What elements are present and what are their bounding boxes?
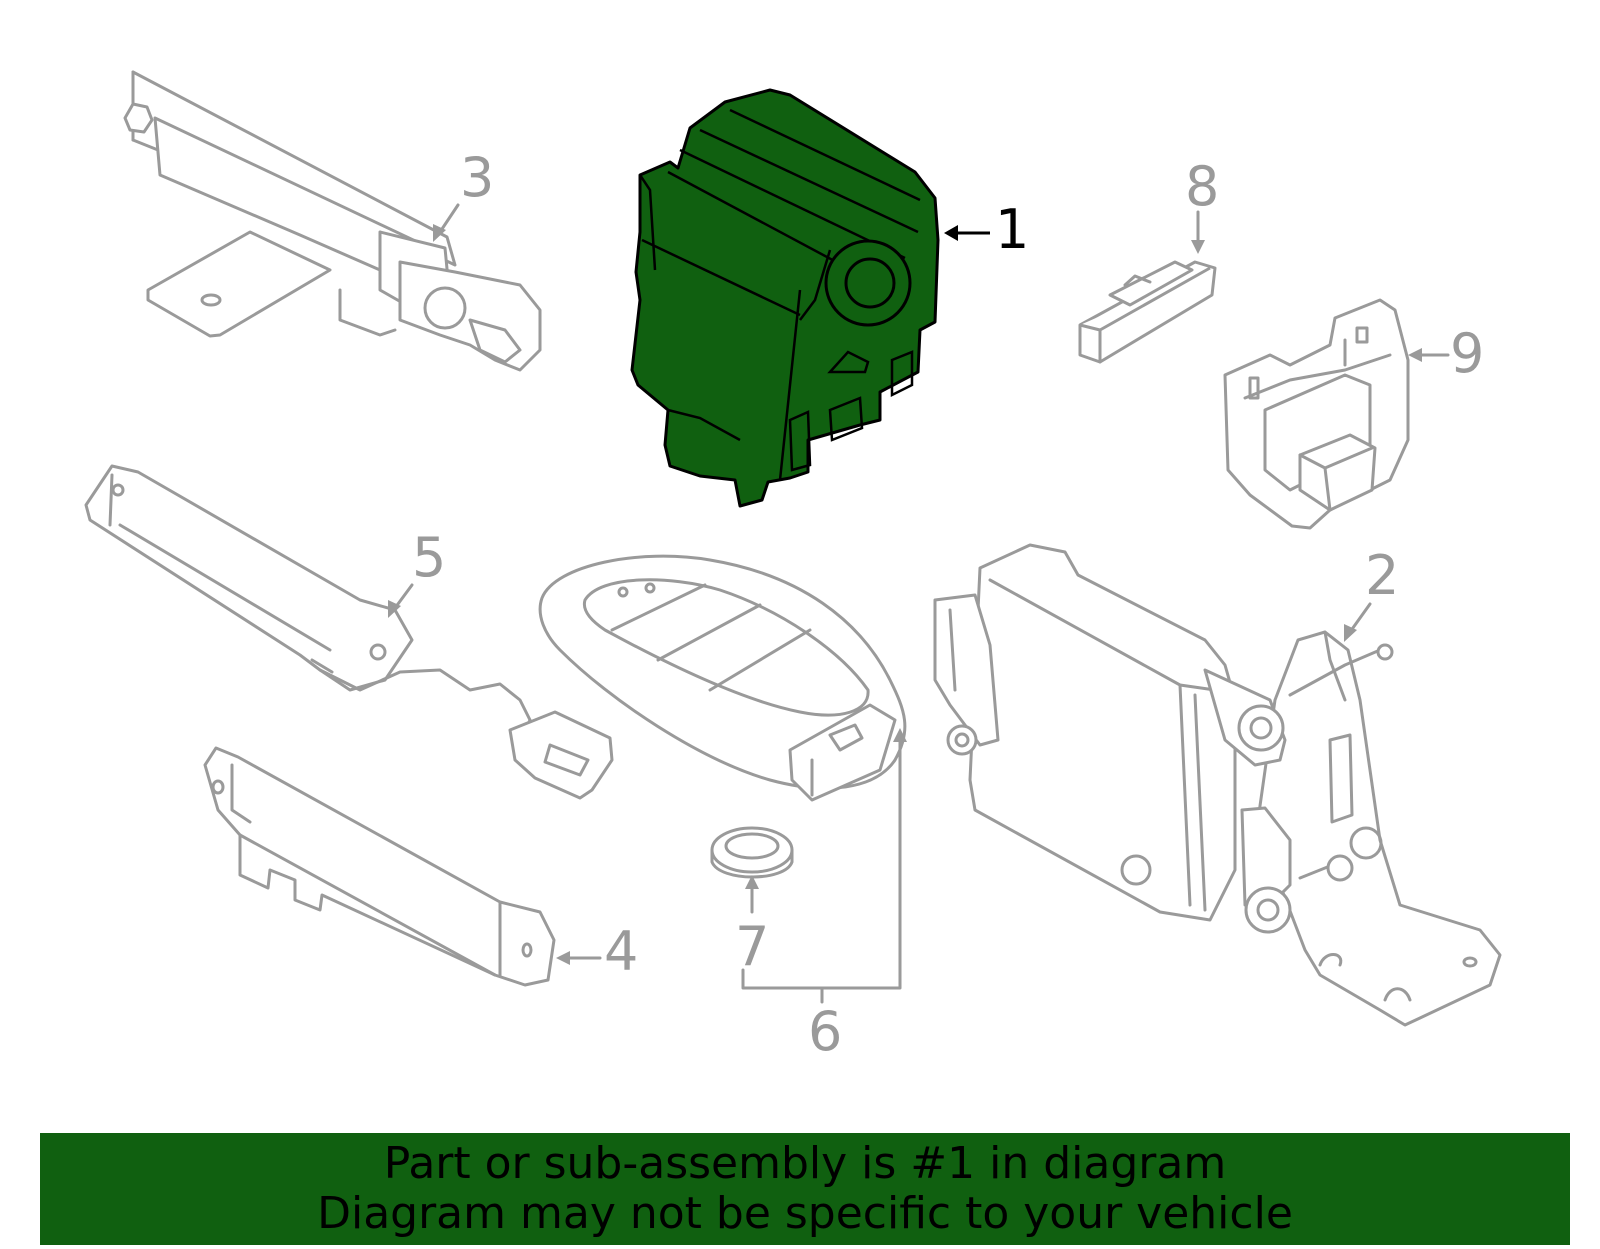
arrowhead-4 <box>556 951 570 965</box>
arrowhead-7 <box>745 875 759 889</box>
arrowhead-6 <box>893 728 907 742</box>
leader-line-3 <box>438 203 460 234</box>
banner-line-part-number: Part or sub-assembly is #1 in diagram <box>383 1138 1227 1189</box>
arrowhead-3 <box>433 224 446 242</box>
part-8-small-sensor[interactable] <box>1078 260 1217 364</box>
callout-9[interactable]: 9 <box>1450 322 1484 385</box>
callout-3[interactable]: 3 <box>460 146 494 209</box>
arrowhead-8 <box>1191 240 1205 254</box>
callout-4[interactable]: 4 <box>604 920 638 983</box>
leader-line-2 <box>1348 602 1372 634</box>
callout-8[interactable]: 8 <box>1185 155 1219 218</box>
part-9-mounting-bracket[interactable] <box>1223 298 1410 530</box>
parts-diagram: 3 1 8 <box>84 70 1502 1063</box>
part-2-control-unit[interactable] <box>933 543 1502 1027</box>
part-5-antenna-with-cable[interactable] <box>84 464 614 800</box>
info-banner: Part or sub-assembly is #1 in diagram Di… <box>40 1133 1570 1245</box>
arrowhead-5 <box>388 600 401 618</box>
part-7-ring[interactable] <box>710 826 794 879</box>
part-3-antenna-bracket[interactable] <box>123 70 542 372</box>
callout-6[interactable]: 6 <box>808 1000 842 1063</box>
arrowhead-1 <box>944 225 958 241</box>
arrowhead-9 <box>1408 348 1422 362</box>
arrowhead-2 <box>1344 624 1357 642</box>
callout-7[interactable]: 7 <box>735 915 769 978</box>
callout-1[interactable]: 1 <box>995 198 1029 261</box>
callout-5[interactable]: 5 <box>412 526 446 589</box>
banner-line-disclaimer: Diagram may not be specific to your vehi… <box>317 1188 1293 1239</box>
part-4-antenna-bar[interactable] <box>203 746 556 987</box>
callout-2[interactable]: 2 <box>1365 544 1399 607</box>
part-1-immobilizer-module[interactable] <box>630 88 940 508</box>
leader-line-5 <box>393 583 414 610</box>
